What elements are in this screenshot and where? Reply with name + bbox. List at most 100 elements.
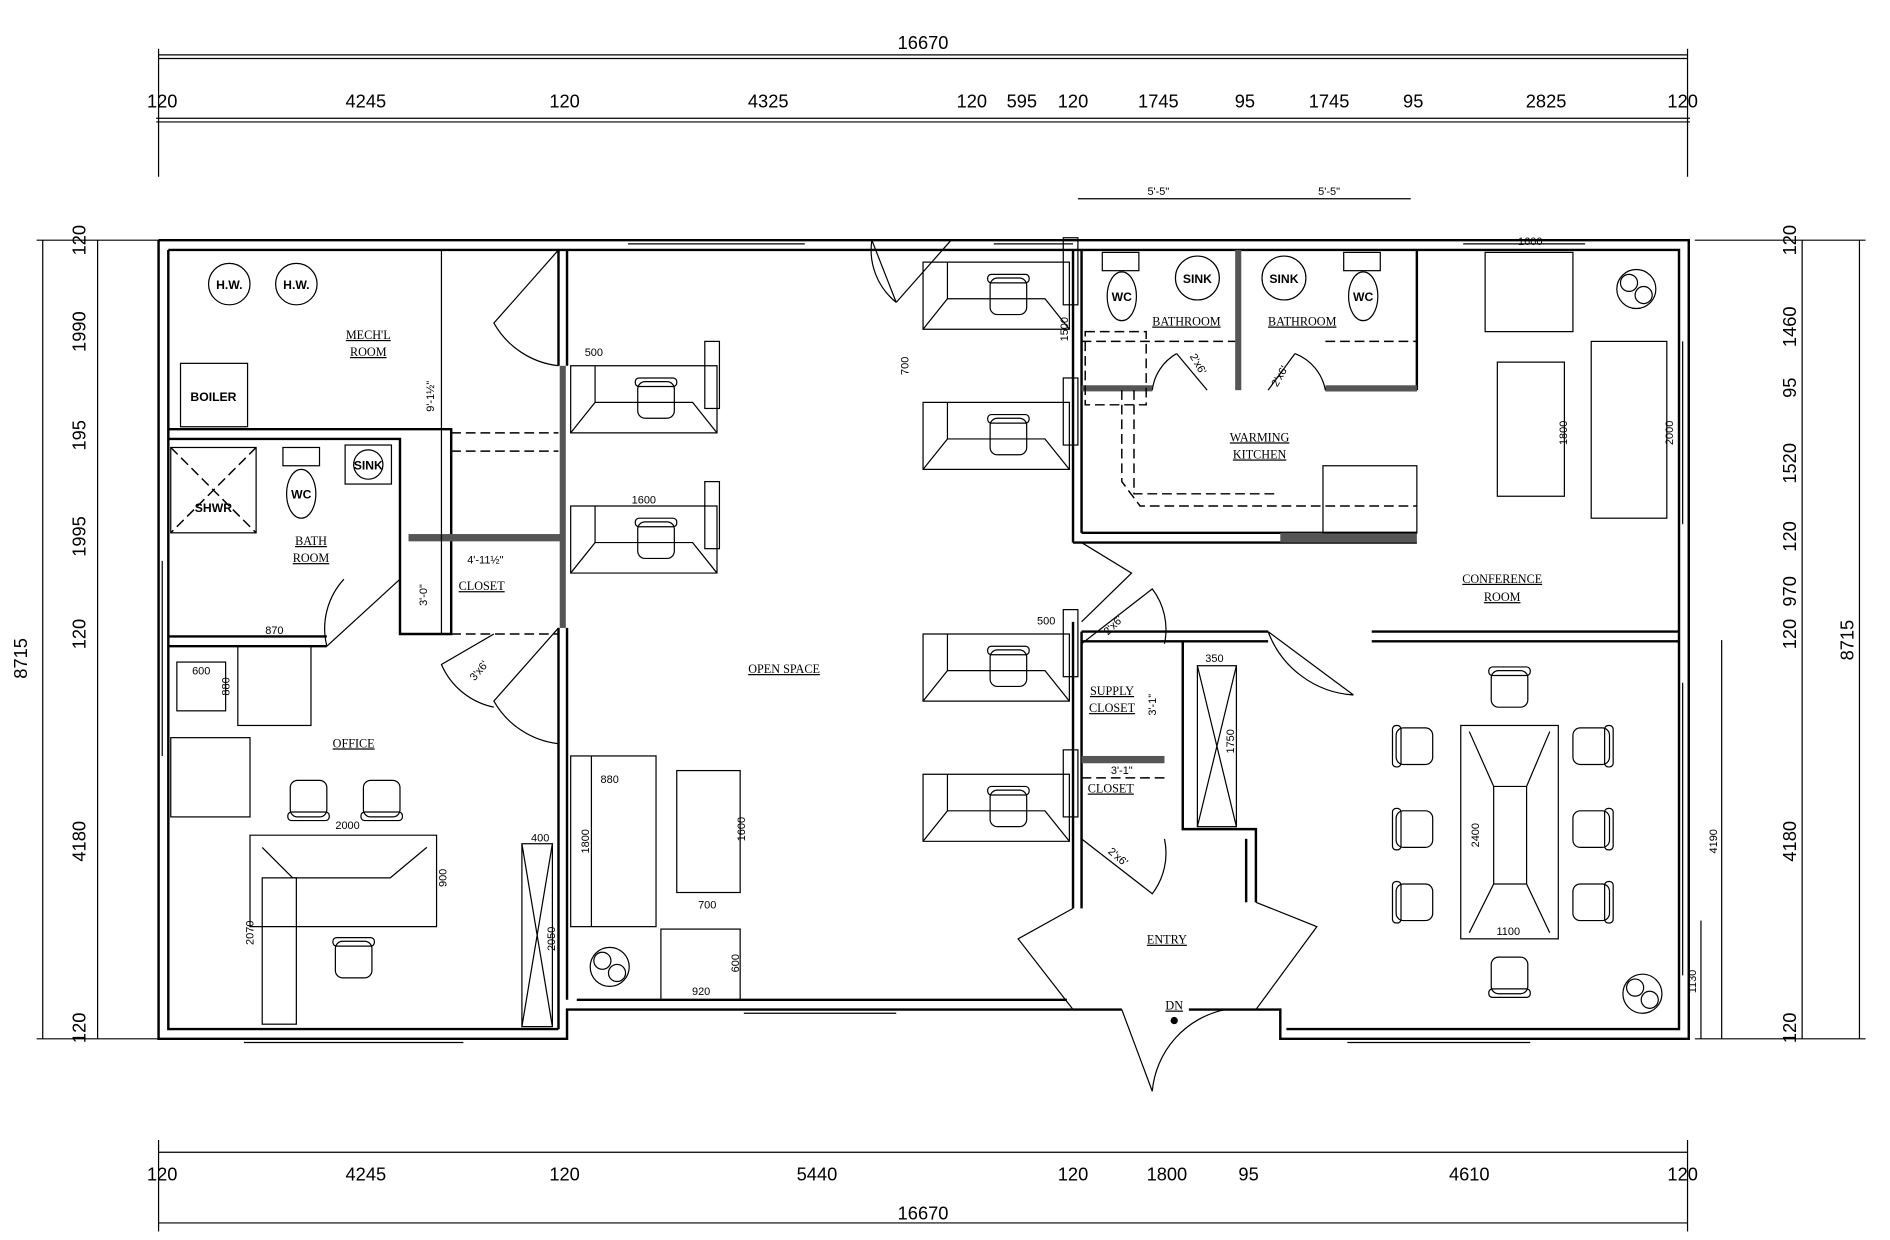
- bathroom-1-label: BATHROOM: [1152, 315, 1221, 329]
- walls: [157, 238, 1690, 1041]
- dim: 880: [220, 677, 232, 695]
- dim-label: 120: [1058, 90, 1088, 111]
- dim-label: 1460: [1779, 306, 1800, 347]
- armchair: [660, 928, 741, 1001]
- bath-room-label: BATH: [295, 534, 327, 548]
- closet-right-label: CLOSET: [1088, 782, 1135, 796]
- dim-label: 1745: [1138, 90, 1179, 111]
- entry-label: ENTRY: [1147, 933, 1187, 947]
- workstation-surface: [922, 669, 1070, 702]
- mech-room-label: ROOM: [350, 345, 387, 359]
- dim: 500: [585, 347, 603, 359]
- dim: 350: [1205, 653, 1223, 665]
- left-dimension-labels: 120 1990 195 1995 120 4180 120: [68, 225, 89, 1043]
- door-size: 2'x6': [1269, 364, 1290, 389]
- workstation-desk: [922, 401, 1070, 471]
- stairs-down-label: DN: [1165, 999, 1183, 1013]
- office-label: OFFICE: [333, 736, 375, 750]
- closet-width: 4'-11½": [467, 554, 503, 566]
- chair: [634, 517, 678, 560]
- dim-label: 4190: [1708, 829, 1720, 853]
- plant: [1616, 268, 1657, 310]
- door-size: 2'x6': [1105, 846, 1129, 869]
- dim-label: 4610: [1449, 1163, 1490, 1184]
- shower-label: SHWR: [195, 501, 232, 515]
- dim-label: 4325: [748, 90, 789, 111]
- dim: 1800: [580, 829, 592, 853]
- overall-height-right: 8715: [1836, 620, 1857, 661]
- workstation-surface: [570, 541, 718, 574]
- door-size: 2'x6': [1102, 614, 1126, 638]
- chair: [1572, 807, 1614, 851]
- furniture-dimensions: 500 1600 700 500 1500 880 1800 700 1600 …: [192, 236, 1676, 998]
- dim-label: 120: [957, 90, 987, 111]
- supply-closet-label: SUPPLY: [1090, 684, 1134, 698]
- chair: [1572, 724, 1614, 768]
- wc-1-label: WC: [291, 488, 312, 502]
- workstation-surface: [922, 438, 1070, 470]
- armchair: [176, 661, 227, 712]
- dim: 600: [730, 954, 742, 972]
- shelf: [521, 843, 554, 1028]
- chair: [1488, 956, 1531, 998]
- dim: 2050: [546, 927, 558, 951]
- dim: 870: [265, 625, 283, 637]
- plant-leaf: [1640, 990, 1659, 1009]
- dim-label: 120: [68, 225, 89, 255]
- dim-label: 120: [1779, 521, 1800, 551]
- dim: 1600: [632, 495, 656, 507]
- plant: [1622, 973, 1663, 1014]
- workstation-desk: [922, 261, 1070, 330]
- dim-label: 120: [549, 90, 579, 111]
- room-labels: MECH'L ROOM BATH ROOM CLOSET OFFICE OPEN…: [293, 315, 1542, 1013]
- dim-label: 120: [1058, 1163, 1088, 1184]
- chair: [987, 413, 1030, 456]
- dim-label: 120: [147, 90, 177, 111]
- cabinet: [1196, 665, 1238, 828]
- overall-width-bottom: 16670: [898, 1202, 949, 1223]
- desk-return: [1062, 749, 1079, 818]
- dim-label: 4245: [346, 1163, 387, 1184]
- mech-height: 9'-1½": [425, 381, 437, 412]
- desk-return: [704, 340, 721, 410]
- dim: 400: [531, 832, 549, 844]
- dim: 900: [437, 869, 449, 887]
- bath-room-label: ROOM: [293, 551, 330, 565]
- dim-label: 95: [1235, 90, 1255, 111]
- dim-label: 120: [549, 1163, 579, 1184]
- door-size: 2'x6': [1187, 352, 1208, 377]
- chair: [987, 785, 1030, 828]
- sink-1-label: SINK: [354, 458, 383, 472]
- conference-table-detail: [1468, 731, 1551, 934]
- dim-label: 595: [1007, 90, 1037, 111]
- bath-width-2: 5'-5": [1318, 186, 1340, 198]
- desk-return: [1062, 609, 1079, 678]
- dim-label: 120: [1779, 1013, 1800, 1043]
- wc-3-label: WC: [1353, 290, 1374, 304]
- right-dimension-labels: 120 1460 95 1520 120 970 120 4180 120 41…: [1687, 225, 1800, 1043]
- mech-room-label: MECH'L: [346, 328, 391, 342]
- workstation-desk: [570, 365, 718, 434]
- dim-label: 120: [68, 1013, 89, 1043]
- armchair: [1484, 251, 1574, 333]
- armchair: [170, 737, 251, 818]
- conference-table: [1460, 724, 1559, 940]
- chair: [987, 273, 1030, 316]
- overall-width-top: 16670: [898, 32, 949, 53]
- dim-label: 120: [68, 619, 89, 649]
- top-dimension-labels: 120 4245 120 4325 120 595 120 1745 95 17…: [147, 90, 1698, 111]
- closet-depth: 3'-0": [418, 584, 430, 606]
- wc-2-label: WC: [1112, 290, 1133, 304]
- plant-leaf: [607, 963, 627, 983]
- chair: [1391, 880, 1434, 924]
- dim-label: 970: [1779, 576, 1800, 606]
- kitchen-label: WARMING: [1230, 430, 1290, 444]
- chair: [1572, 880, 1614, 924]
- workstation-desk: [922, 773, 1070, 842]
- bathroom-2-label: BATHROOM: [1268, 315, 1337, 329]
- door-size: 3'x6': [468, 659, 491, 683]
- dim: 700: [698, 899, 716, 911]
- dimension-lines: [36, 48, 1866, 1232]
- workstation-desk: [570, 505, 718, 574]
